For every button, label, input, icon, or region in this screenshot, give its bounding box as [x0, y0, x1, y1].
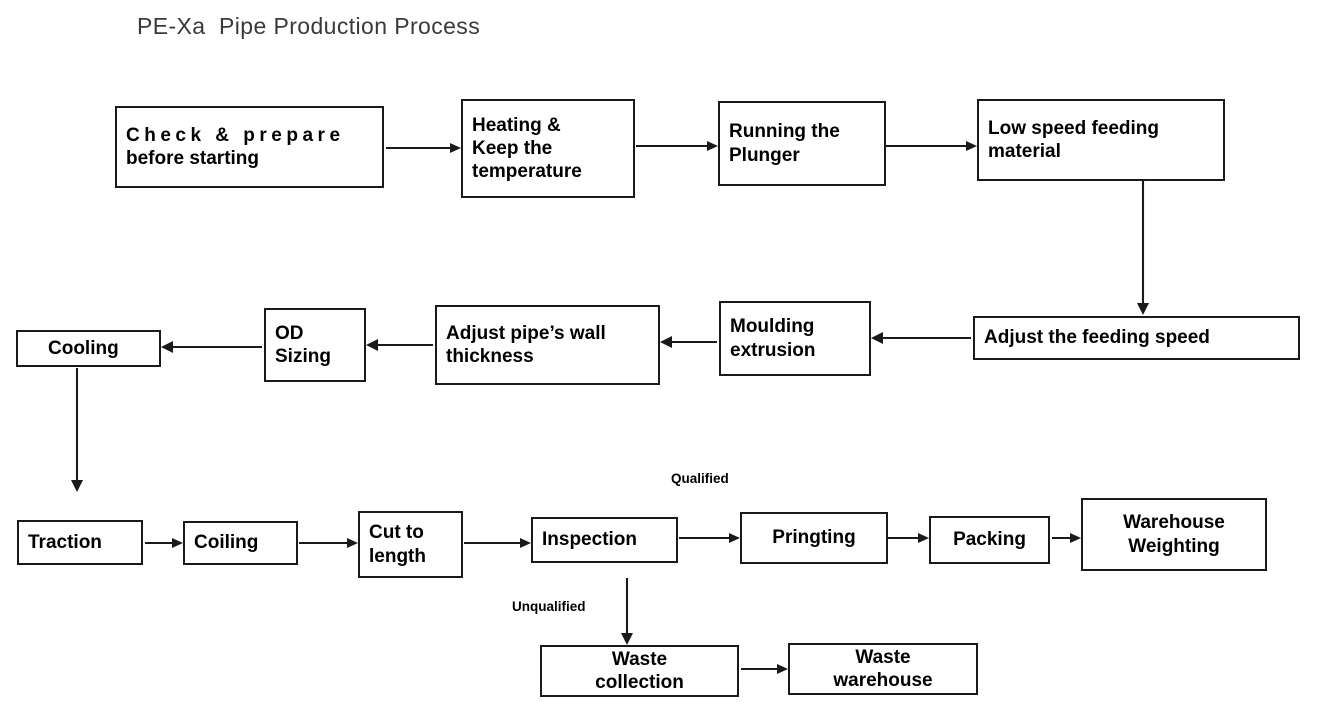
node-waste-collection-line2: collection	[595, 672, 684, 693]
node-running-plunger-line2: Plunger	[729, 144, 800, 166]
node-moulding-line1: Moulding	[730, 316, 815, 338]
node-traction-line1: Traction	[28, 531, 102, 553]
node-waste-warehouse-line1: Waste	[855, 646, 911, 668]
arrow-heating-to-plunger	[636, 141, 718, 151]
node-adjust-feeding-speed[interactable]: Adjust the feeding speed	[973, 316, 1300, 360]
node-check-prepare-line2: before starting	[126, 148, 260, 169]
node-traction[interactable]: Traction	[17, 520, 143, 565]
edge-label-unqualified: Unqualified	[512, 599, 586, 614]
node-heating-keep-temperature[interactable]: Heating & Keep the temperature	[461, 99, 635, 198]
node-pringting[interactable]: Pringting	[740, 512, 888, 564]
arrow-packing-to-warehouse	[1052, 533, 1081, 543]
arrow-adjustwall-to-odsizing	[366, 339, 433, 351]
arrow-check-to-heating	[386, 143, 461, 153]
arrow-cut-to-inspection	[464, 538, 531, 548]
node-adjust-feeding-speed-line1: Adjust the feeding speed	[984, 327, 1210, 349]
node-coiling-line1: Coiling	[194, 532, 259, 554]
arrow-cooling-to-traction	[71, 368, 83, 492]
node-check-prepare[interactable]: Check & prepare before starting	[115, 106, 384, 188]
arrow-lowspeed-to-adjustfeed	[1137, 181, 1149, 315]
node-waste-warehouse-line2: warehouse	[833, 670, 933, 691]
arrow-moulding-to-adjustwall	[660, 336, 717, 348]
node-moulding-extrusion[interactable]: Moulding extrusion	[719, 301, 871, 376]
node-warehouse-weighting-line2: Weighting	[1128, 535, 1220, 557]
node-warehouse-weighting-line1: Warehouse	[1123, 512, 1225, 534]
node-cut-to-length[interactable]: Cut to length	[358, 511, 463, 578]
node-heating-line2: Keep the	[472, 137, 553, 159]
node-inspection-line1: Inspection	[542, 529, 638, 551]
node-low-speed-line1: Low speed feeding	[988, 117, 1160, 139]
node-cut-to-length-line1: Cut to	[369, 522, 424, 544]
arrow-inspection-to-waste-collection	[621, 578, 633, 645]
node-waste-collection[interactable]: Waste collection	[540, 645, 739, 697]
edge-label-qualified: Qualified	[671, 471, 729, 486]
node-inspection[interactable]: Inspection	[531, 517, 678, 563]
node-cooling-line1: Cooling	[48, 337, 119, 359]
arrow-inspection-to-pringting	[679, 533, 740, 543]
node-adjust-wall-thickness[interactable]: Adjust pipe’s wall thickness	[435, 305, 660, 385]
arrow-odsizing-to-cooling	[161, 341, 262, 353]
node-check-prepare-line1: Check & prepare	[126, 124, 345, 146]
arrow-traction-to-coiling	[145, 538, 183, 548]
node-packing-line1: Packing	[953, 529, 1026, 551]
node-waste-collection-line1: Waste	[611, 648, 668, 670]
arrow-adjustfeed-to-moulding	[871, 332, 971, 344]
node-packing[interactable]: Packing	[929, 516, 1050, 564]
node-adjust-wall-line1: Adjust pipe’s wall	[446, 322, 606, 344]
node-adjust-wall-line2: thickness	[446, 346, 534, 367]
node-cooling[interactable]: Cooling	[16, 330, 161, 367]
arrow-coiling-to-cut	[299, 538, 358, 548]
node-running-plunger-line1: Running the	[729, 121, 840, 143]
node-heating-line3: temperature	[472, 161, 582, 183]
node-od-sizing[interactable]: OD Sizing	[264, 308, 366, 382]
page-title: PE-Xa Pipe Production Process	[137, 13, 481, 39]
node-pringting-line1: Pringting	[772, 527, 856, 549]
node-cut-to-length-line2: length	[369, 545, 426, 567]
node-running-plunger[interactable]: Running the Plunger	[718, 101, 886, 186]
node-od-sizing-line1: OD	[275, 322, 304, 344]
node-waste-warehouse[interactable]: Waste warehouse	[788, 643, 978, 695]
node-warehouse-weighting[interactable]: Warehouse Weighting	[1081, 498, 1267, 571]
arrow-pringting-to-packing	[888, 533, 929, 543]
arrow-wastecollection-to-wastewarehouse	[741, 664, 788, 674]
node-low-speed-line2: material	[988, 141, 1061, 162]
node-heating-line1: Heating &	[472, 114, 561, 136]
node-low-speed-feeding-material[interactable]: Low speed feeding material	[977, 99, 1225, 181]
node-od-sizing-line2: Sizing	[275, 346, 331, 367]
node-moulding-line2: extrusion	[730, 339, 816, 361]
arrow-plunger-to-lowspeed	[886, 141, 977, 151]
node-coiling[interactable]: Coiling	[183, 521, 298, 565]
